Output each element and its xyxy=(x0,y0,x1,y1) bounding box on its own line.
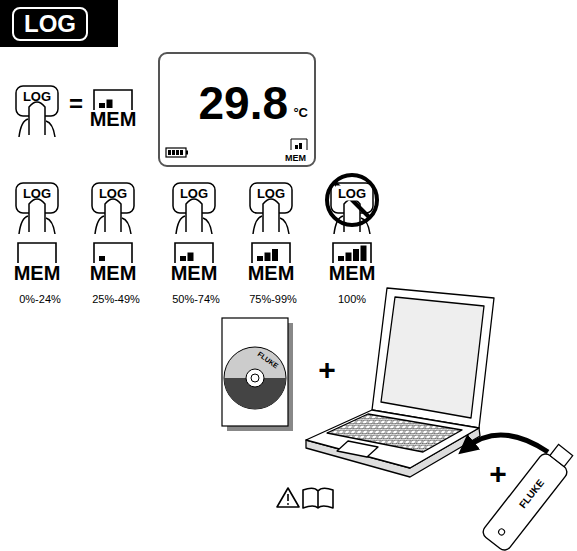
section-title: LOG xyxy=(12,7,88,41)
button-label: LOG xyxy=(336,186,368,201)
memory-label: MEM xyxy=(329,263,376,283)
log-button-icon xyxy=(16,86,58,137)
percentage-range: 100% xyxy=(338,294,366,305)
insert-arrow xyxy=(466,435,548,452)
memory-label: MEM xyxy=(14,263,61,283)
laptop xyxy=(306,288,494,477)
lcd-display: 29.8 °C MEM xyxy=(158,52,316,167)
usb-stick xyxy=(480,440,577,551)
memory-level-icon xyxy=(333,243,371,263)
percentage-range: 25%-49% xyxy=(92,294,140,305)
memory-level-icon xyxy=(94,90,132,110)
temperature-reading: 29.8 xyxy=(198,80,288,126)
plus-sign: + xyxy=(318,355,336,385)
memory-label: MEM xyxy=(90,109,137,129)
memory-label: MEM xyxy=(90,263,137,283)
button-label: LOG xyxy=(99,187,127,200)
equals-sign: = xyxy=(69,92,83,116)
percentage-range: 50%-74% xyxy=(172,294,220,305)
memory-indicator: MEM xyxy=(285,154,306,163)
memory-level-icon xyxy=(18,243,56,263)
percentage-range: 75%-99% xyxy=(249,294,297,305)
memory-level-icon xyxy=(252,243,290,263)
memory-label: MEM xyxy=(171,263,218,283)
log-button-icon xyxy=(92,183,134,234)
log-button-icon xyxy=(173,183,215,234)
button-label: LOG xyxy=(23,187,51,200)
memory-level-icon xyxy=(175,243,213,263)
prohibited-symbol xyxy=(327,175,377,225)
log-buttons xyxy=(16,86,373,234)
memory-level-icon xyxy=(94,243,132,263)
button-label: LOG xyxy=(257,187,285,200)
header-bar xyxy=(0,0,118,47)
percentage-range: 0%-24% xyxy=(19,294,61,305)
button-label: LOG xyxy=(180,187,208,200)
memory-icons xyxy=(18,90,371,263)
cd-sleeve xyxy=(222,318,293,431)
memory-label: MEM xyxy=(248,263,295,283)
lcd-memory-icon xyxy=(291,139,307,150)
warning-symbol xyxy=(277,488,299,507)
manual-symbol xyxy=(303,488,333,508)
log-button-icon xyxy=(16,183,58,234)
plus-sign: + xyxy=(489,459,507,489)
unit-label: °C xyxy=(293,106,308,119)
battery-icon xyxy=(166,148,188,157)
log-button-icon xyxy=(250,183,292,234)
button-label: LOG xyxy=(23,90,51,103)
